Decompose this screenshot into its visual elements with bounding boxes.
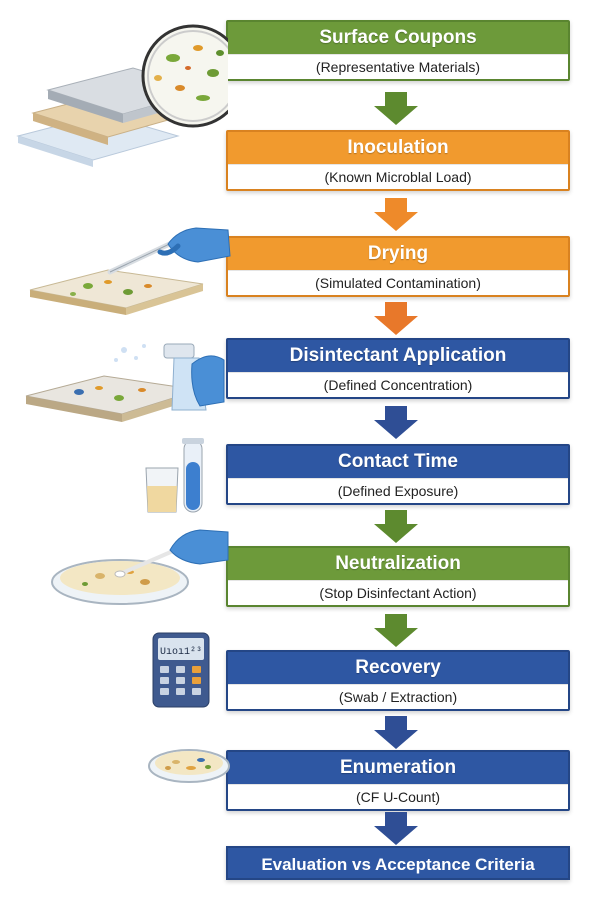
step-inoculation: Inoculation (Known Microblal Load) [226,130,570,191]
swab-petri-dish-icon [51,529,229,605]
down-arrow-icon [374,302,418,335]
final-step-evaluation: Evaluation vs Acceptance Criteria [226,846,570,880]
step-surface-coupons: Surface Coupons (Representative Material… [226,20,570,81]
step-title: Inoculation [347,137,449,158]
step-subtitle: (Swab / Extraction) [228,684,568,709]
down-arrow-icon [374,716,418,749]
step-title: Surface Coupons [319,27,477,48]
step-subtitle: (Representative Materials) [228,54,568,79]
down-arrow-icon [374,614,418,647]
step-subtitle: (Known Microblal Load) [228,164,568,189]
colony-counter-icon: Uıoı1²³ [152,632,210,708]
spray-bottle-icon [25,343,225,422]
step-title: Enumeration [339,757,457,778]
step-subtitle: (Stop Disinfectant Action) [228,580,568,605]
step-subtitle: (Defined Exposure) [228,478,568,503]
device-display: Uıoı1²³ [160,647,202,658]
step-subtitle: (Defined Concentration) [228,372,568,397]
pipette-coupon-icon [29,227,231,315]
step-disinfectant-application: Disintectant Application (Defined Concen… [226,338,570,399]
step-title: Drying [367,243,429,264]
step-title: Contact Time [337,451,458,472]
down-arrow-icon [374,198,418,231]
step-title: Neutralization [335,553,461,574]
down-arrow-icon [374,812,418,845]
step-recovery: Recovery (Swab / Extraction) [226,650,570,711]
stacked-coupons-icon [16,24,228,167]
step-contact-time: Contact Time (Defined Exposure) [226,444,570,505]
step-title: Disintectant Application [289,345,507,366]
step-drying: Drying (Simulated Contamination) [226,236,570,297]
beaker-test-tube-icon [145,438,204,513]
petri-dish-icon [148,749,230,783]
step-subtitle: (CF U-Count) [228,784,568,809]
step-title: Recovery [355,657,441,678]
step-enumeration: Enumeration (CF U-Count) [226,750,570,811]
step-neutralization: Neutralization (Stop Disinfectant Action… [226,546,570,607]
down-arrow-icon [374,92,418,125]
down-arrow-icon [374,406,418,439]
step-subtitle: (Simulated Contamination) [228,270,568,295]
down-arrow-icon [374,510,418,543]
